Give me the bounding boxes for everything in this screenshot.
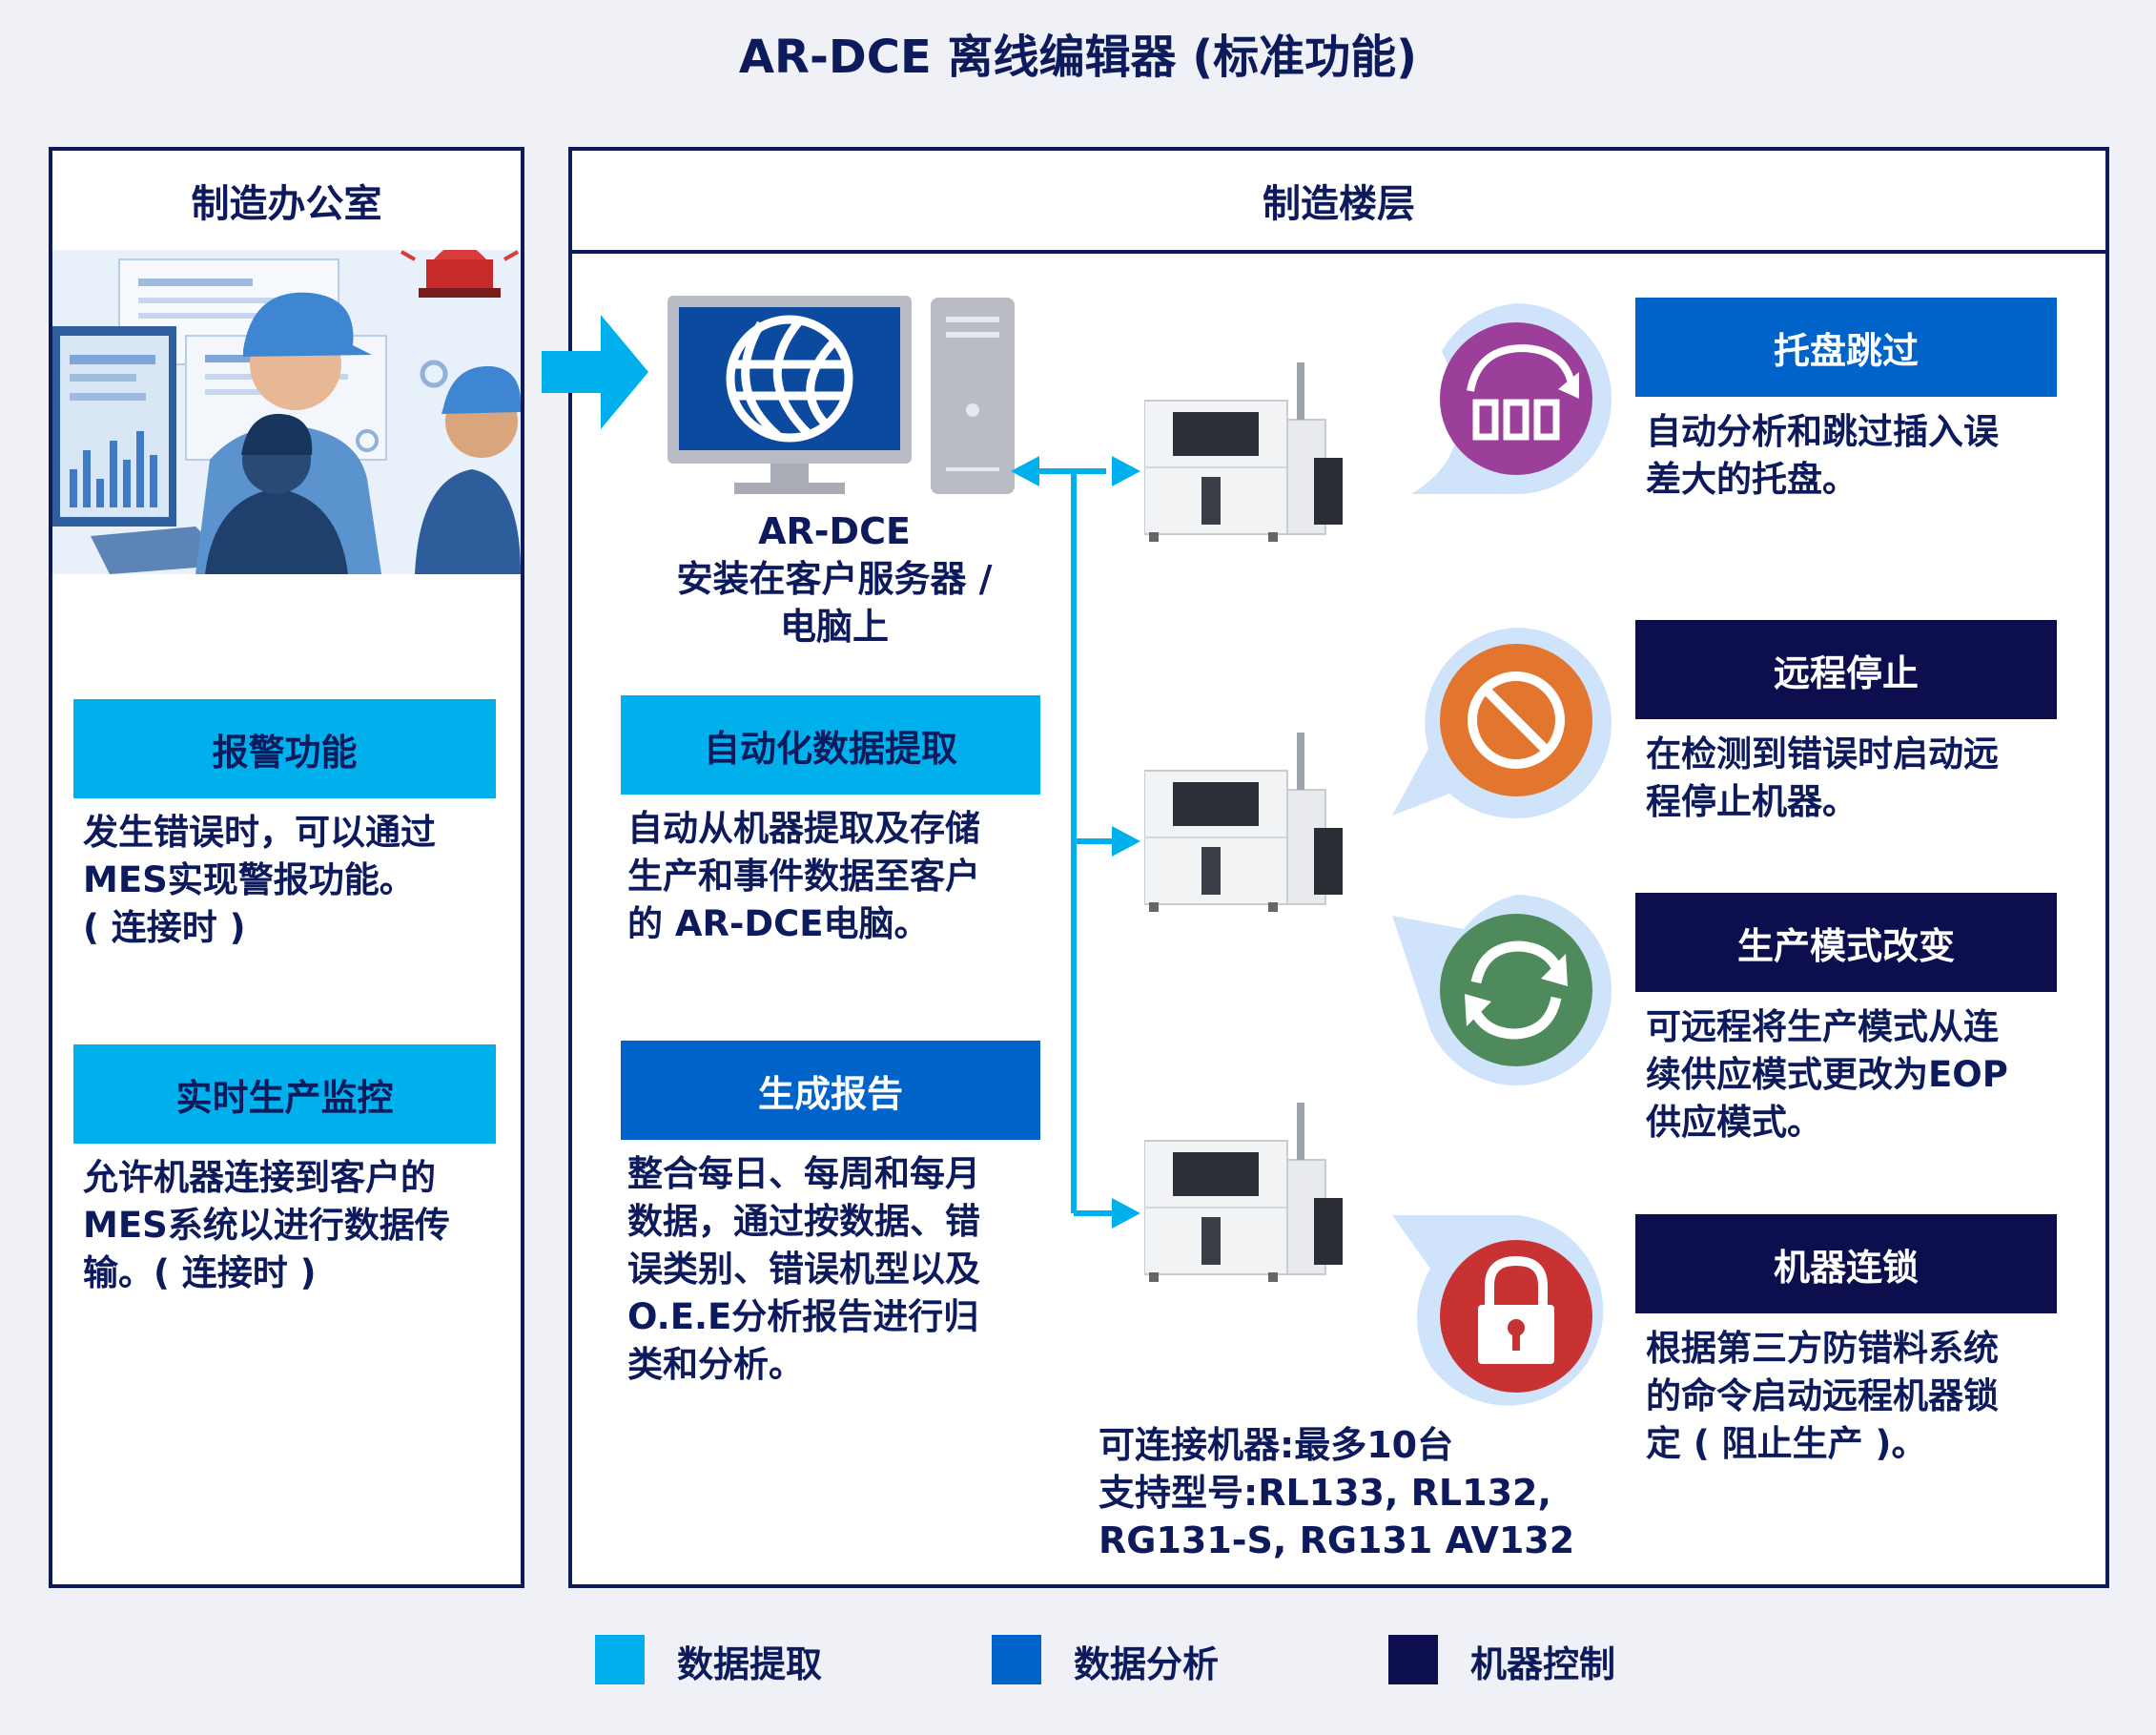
remote-stop-desc: 在检测到错误时启动远 程停止机器。 xyxy=(1646,733,1999,822)
realtime-monitor-desc: 允许机器连接到客户的 MES系统以进行数据传 输。( 连接时 ) xyxy=(83,1157,450,1293)
tray-skip-icon xyxy=(1411,303,1612,494)
machine-2-icon xyxy=(1144,733,1343,912)
office-illustration xyxy=(52,250,521,574)
alarm-function-desc: 发生错误时，可以通过 MES实现警报功能。 ( 连接时 ) xyxy=(83,812,436,948)
mode-change-desc: 可远程将生产模式从连 续供应模式更改为EOP 供应模式。 xyxy=(1646,1006,2008,1143)
connection-lines xyxy=(1011,456,1140,1229)
lock-icon xyxy=(1392,1215,1604,1406)
tray-skip-banner: 托盘跳过 xyxy=(1635,298,2057,397)
server-caption: AR-DCE 安装在客户服务器 / 电脑上 xyxy=(676,510,993,648)
legend-label-analysis: 数据分析 xyxy=(1074,1643,1220,1685)
machine-3-icon xyxy=(1144,1103,1343,1282)
data-extraction-banner: 自动化数据提取 xyxy=(621,695,1040,795)
report-banner: 生成报告 xyxy=(621,1041,1040,1140)
remote-stop-banner: 远程停止 xyxy=(1635,620,2057,719)
interlock-desc: 根据第三方防错料系统 的命令启动远程机器锁 定 ( 阻止生产 )。 xyxy=(1646,1328,1999,1464)
alarm-function-banner: 报警功能 xyxy=(73,699,496,798)
tray-skip-desc: 自动分析和跳过插入误 差大的托盘。 xyxy=(1646,411,1999,500)
mode-change-banner: 生产模式改变 xyxy=(1635,893,2057,992)
report-desc: 整合每日、每周和每月 数据，通过按数据、错 误类别、错误机型以及 O.E.E分析… xyxy=(627,1153,980,1385)
computer-icon xyxy=(667,296,1015,494)
machine-1-icon xyxy=(1144,362,1343,542)
machines-note: 可连接机器:最多10台 支持型号:RL133, RL132, RG131-S, … xyxy=(1099,1424,1575,1561)
interlock-banner: 机器连锁 xyxy=(1635,1214,2057,1313)
legend-swatch-analysis xyxy=(992,1635,1041,1684)
floor-header: 制造楼层 xyxy=(572,151,2105,254)
legend-label-control: 机器控制 xyxy=(1470,1643,1616,1685)
legend-swatch-extraction xyxy=(595,1635,645,1684)
data-extraction-desc: 自动从机器提取及存储 生产和事件数据至客户 的 AR-DCE电脑。 xyxy=(627,808,980,944)
refresh-icon xyxy=(1392,895,1612,1085)
legend-swatch-control xyxy=(1388,1635,1438,1684)
legend-label-extraction: 数据提取 xyxy=(677,1643,823,1685)
realtime-monitor-banner: 实时生产监控 xyxy=(73,1044,496,1144)
stop-icon xyxy=(1392,628,1612,818)
office-panel: 制造办公室 xyxy=(49,147,524,1588)
page-title: AR-DCE 离线编辑器 (标准功能) xyxy=(738,31,1418,84)
office-header: 制造办公室 xyxy=(52,151,521,254)
arrow-right-icon xyxy=(542,315,648,429)
